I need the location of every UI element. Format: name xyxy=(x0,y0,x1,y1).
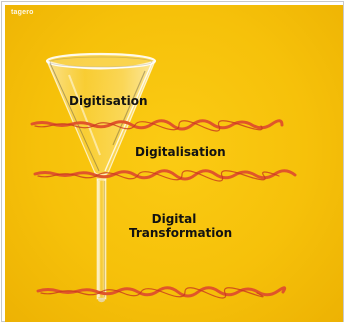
divider-1 xyxy=(30,119,284,132)
funnel-diagram xyxy=(30,52,297,303)
stage-label-digitisation: Digitisation xyxy=(69,94,148,108)
brand-logo: tagero xyxy=(11,9,34,16)
glass-funnel-icon xyxy=(45,52,157,303)
stage-label-digital-transformation: Digital Transformation xyxy=(129,212,233,240)
divider-3 xyxy=(36,286,287,299)
background xyxy=(5,5,343,322)
diagram-panel: tagero Digitisation Digitalisation Digit… xyxy=(5,5,343,322)
divider-2 xyxy=(33,169,297,182)
stage-label-digitalisation: Digitalisation xyxy=(135,145,226,159)
